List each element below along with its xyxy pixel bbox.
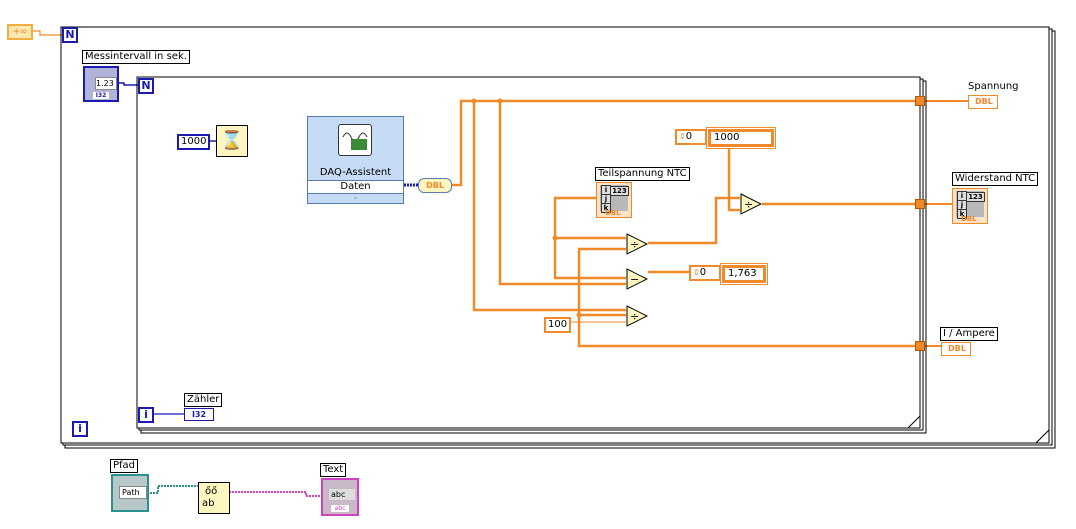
type-tag: DBL — [975, 97, 993, 106]
wire-interval-to-n — [118, 82, 138, 86]
widerstand-label: Widerstand NTC — [952, 172, 1039, 186]
index-spinner-icon[interactable]: ⇕ — [679, 132, 686, 141]
type-tag: DBL — [948, 344, 966, 353]
daq-output-daten[interactable]: Daten — [308, 180, 403, 194]
wire-divide1-out — [648, 196, 740, 245]
outer-loop-iteration-terminal[interactable]: i — [72, 421, 88, 437]
type-tag: abc — [331, 505, 349, 512]
tunnel-strom — [915, 341, 925, 351]
index-spinner-icon[interactable]: ⇕ — [693, 268, 700, 277]
wire-1000-down — [727, 149, 740, 212]
junction-dot — [576, 312, 582, 318]
pfad-label: Pfad — [110, 459, 139, 473]
tunnel-spannung — [915, 96, 925, 106]
spannung-label: Spannung — [968, 81, 1019, 92]
divide-symbol: ÷ — [630, 310, 639, 323]
daq-icon — [338, 124, 372, 156]
widerstand-array-indicator[interactable]: i j k 123 DBL — [952, 188, 988, 224]
value-element: 123 — [610, 186, 629, 196]
type-tag: DBL — [605, 209, 621, 217]
constant-100[interactable]: 100 — [544, 317, 572, 333]
type-tag: I32 — [93, 92, 109, 99]
convert-from-dynamic-node[interactable]: DBL — [418, 178, 452, 193]
index-k: k — [957, 209, 967, 219]
messintervall-control[interactable]: 1.23 I32 — [83, 66, 119, 102]
subtract-node[interactable]: − — [626, 268, 648, 290]
wire-spannung-bus — [452, 99, 920, 187]
text-label: Text — [320, 463, 347, 477]
metronome-icon[interactable]: ⌛ — [216, 125, 248, 157]
zaehler-label: Zähler — [184, 393, 223, 407]
wire-infinity-to-n — [32, 30, 62, 36]
pfad-control[interactable]: Path — [111, 474, 149, 512]
index-k: k — [601, 203, 611, 213]
wait-ms-constant[interactable]: 1000 — [177, 134, 211, 150]
subtract-symbol: − — [630, 273, 639, 286]
text-indicator[interactable]: abc abc — [321, 478, 359, 516]
array-element[interactable]: 1000 — [706, 127, 776, 149]
numeric-display: 1.23 — [95, 77, 117, 90]
wire-current — [577, 247, 920, 348]
wire-branch-subtract — [498, 101, 626, 286]
strom-indicator[interactable]: DBL — [941, 342, 971, 356]
expand-chevron-icon[interactable]: ⌄ — [352, 192, 359, 201]
junction-dot — [552, 235, 558, 241]
teilspannung-label: Teilspannung NTC — [595, 167, 690, 181]
inner-loop-count-terminal[interactable]: N — [138, 78, 154, 94]
array-index[interactable]: ⇕0 — [689, 265, 721, 281]
string-display: abc — [329, 489, 355, 500]
glyph-top: őő — [205, 486, 218, 497]
divide-symbol: ÷ — [744, 198, 753, 211]
inner-loop-iteration-terminal[interactable]: i — [138, 407, 154, 423]
junction-dot — [497, 98, 503, 104]
divide-node-3[interactable]: ÷ — [626, 305, 648, 327]
array-element[interactable]: 1,763 — [720, 263, 768, 285]
path-display: Path — [119, 486, 147, 499]
zaehler-indicator[interactable]: I32 — [184, 408, 214, 421]
glyph-bottom: ab — [202, 498, 215, 509]
wire-string — [229, 491, 322, 497]
read-text-file-icon[interactable]: őő ab — [198, 482, 230, 514]
strom-label: I / Ampere — [940, 327, 998, 341]
inner-loop-frame — [136, 76, 921, 429]
daq-assistant-node[interactable]: DAQ-Assistent Daten ⌄ — [307, 116, 404, 204]
type-tag: DBL — [961, 215, 977, 223]
wire-branch-divide3 — [472, 101, 626, 312]
divide-node-top[interactable]: ÷ — [740, 193, 762, 215]
messintervall-label: Messintervall in sek. — [82, 50, 190, 64]
outer-loop-count-terminal[interactable]: N — [62, 27, 78, 43]
teilspannung-array-indicator[interactable]: i j k 123 DBL — [596, 182, 632, 218]
junction-dot — [471, 98, 477, 104]
outer-loop-resize-corner — [1034, 428, 1050, 444]
wire-path — [150, 485, 198, 494]
spannung-indicator[interactable]: DBL — [968, 95, 998, 109]
divide-node-1[interactable]: ÷ — [626, 233, 648, 255]
daq-title: DAQ-Assistent — [319, 167, 392, 178]
infinity-constant[interactable]: +∞ — [7, 24, 33, 40]
value-element: 123 — [966, 192, 985, 202]
tunnel-widerstand — [915, 199, 925, 209]
array-index[interactable]: ⇕0 — [675, 129, 707, 145]
outer-loop-frame — [60, 26, 1050, 444]
divide-symbol: ÷ — [630, 238, 639, 251]
inner-loop-resize-corner — [906, 414, 921, 429]
